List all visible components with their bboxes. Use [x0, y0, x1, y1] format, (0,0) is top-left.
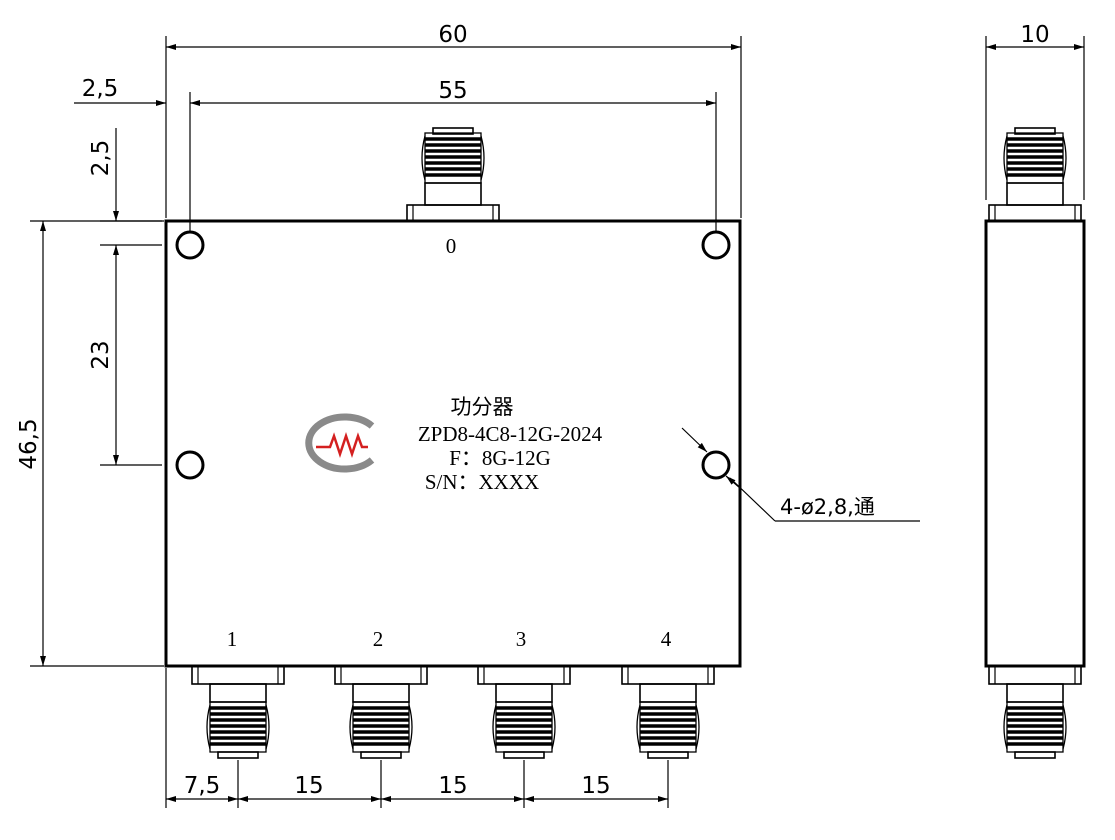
mounting-hole-bottom-left — [175, 450, 205, 480]
nameplate-model: ZPD8-4C8-12G-2024 — [418, 422, 603, 446]
port-label-1: 1 — [227, 627, 238, 651]
hole-callout — [681, 427, 920, 522]
dim-text-hole-pitch-y: 23 — [88, 340, 114, 369]
hole-callout-text: 4-ø2,8,通 — [780, 495, 875, 519]
dim-overall-width — [165, 36, 742, 218]
dim-text-overall-width: 60 — [438, 22, 467, 48]
dim-text-port-pitch-2: 15 — [438, 773, 467, 799]
port-label-input: 0 — [446, 234, 457, 258]
dim-hole-pitch-x — [189, 92, 717, 232]
dim-text-top-offset: 2,5 — [88, 140, 114, 177]
dim-overall-height — [30, 220, 164, 667]
side-view-body — [984, 219, 1086, 668]
output-connector-4 — [621, 665, 715, 759]
side-view-top-connector — [988, 127, 1082, 222]
dim-text-overall-height: 46,5 — [16, 418, 42, 469]
dim-hole-pitch-y — [100, 245, 162, 466]
nameplate-title: 功分器 — [451, 395, 514, 419]
mounting-hole-bottom-right — [701, 450, 731, 480]
mounting-hole-top-left — [175, 230, 205, 260]
input-connector — [406, 127, 500, 222]
dim-text-port-pitch-3: 15 — [581, 773, 610, 799]
side-view-bottom-connector — [988, 665, 1082, 759]
dim-thickness — [985, 36, 1085, 200]
nameplate-serial: S/N：XXXX — [425, 470, 539, 494]
port-label-4: 4 — [661, 627, 672, 651]
dim-text-left-offset: 2,5 — [82, 76, 119, 102]
nameplate-frequency: F：8G-12G — [449, 446, 551, 470]
port-label-3: 3 — [516, 627, 527, 651]
dim-text-first-port-offset: 7,5 — [184, 773, 221, 799]
output-connector-2 — [334, 665, 428, 759]
dim-text-thickness: 10 — [1020, 22, 1049, 48]
dim-port-spacing — [165, 668, 669, 808]
port-label-2: 2 — [373, 627, 384, 651]
output-connector-1 — [191, 665, 285, 759]
output-connector-3 — [477, 665, 571, 759]
dim-text-port-pitch-1: 15 — [294, 773, 323, 799]
mounting-hole-top-right — [701, 230, 731, 260]
dim-text-hole-pitch-x: 55 — [438, 78, 467, 104]
company-logo — [305, 413, 375, 473]
